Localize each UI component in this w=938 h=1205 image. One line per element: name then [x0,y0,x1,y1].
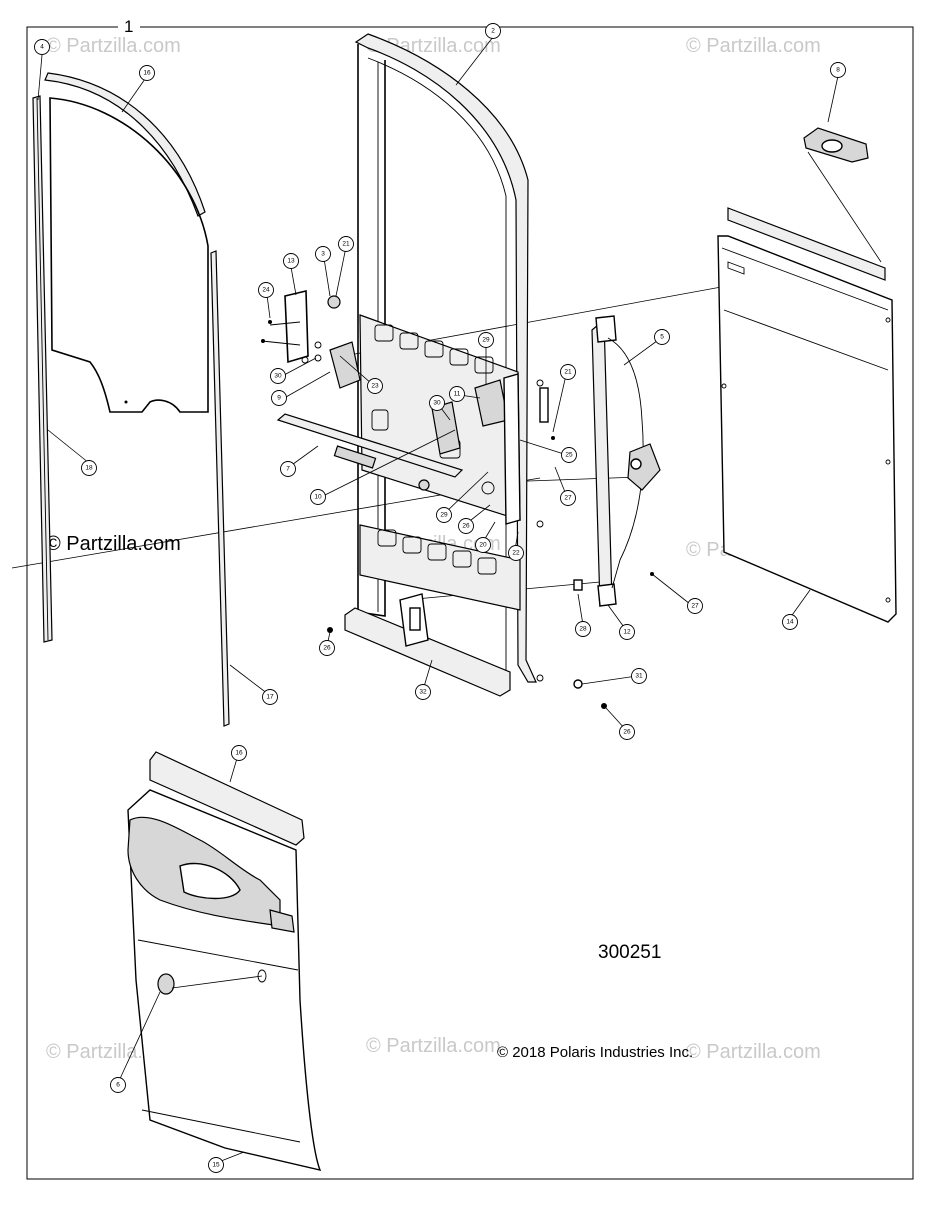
sheet-number-gap [118,18,140,32]
svg-text:12: 12 [623,629,631,636]
callout-bubble: 2 [485,23,501,39]
callout-bubble: 20 [475,537,491,553]
callout-bubble: 29 [478,332,494,348]
svg-text:20: 20 [479,542,487,549]
callout-bubble: 16 [231,745,247,761]
watermark: © Partzilla.com [366,1035,501,1057]
sheet-number: 1 [124,17,133,36]
exterior-handle-part [803,127,882,263]
svg-text:3: 3 [321,251,325,258]
svg-text:29: 29 [482,337,490,344]
callout-bubble: 12 [619,624,635,640]
callout-bubble: 13 [283,253,299,269]
svg-text:26: 26 [323,645,331,652]
callout-bubble: 24 [258,282,274,298]
callout-bubble: 28 [575,621,591,637]
svg-text:13: 13 [287,258,295,265]
copyright-notice: © 2018 Polaris Industries Inc. [497,1044,693,1061]
callout-bubble: 3 [315,246,331,262]
callout-bubble: 27 [687,598,703,614]
svg-text:30: 30 [274,373,282,380]
callout-bubble: 22 [508,545,524,561]
watermark: © Partzilla.com [686,35,821,57]
svg-text:27: 27 [564,495,572,502]
window-glass-part [44,72,209,413]
svg-text:15: 15 [212,1162,220,1169]
callout-bubble: 10 [310,489,326,505]
drawing-number: 300251 [598,942,661,963]
callout-bubble: 26 [458,518,474,534]
drawing-border [26,26,914,1180]
svg-text:23: 23 [371,383,379,390]
callout-bubble: 30 [429,395,445,411]
callout-bubble: 21 [338,236,354,252]
svg-text:9: 9 [277,395,281,402]
svg-text:10: 10 [314,494,322,501]
svg-text:11: 11 [454,391,461,398]
watermark: © Partzilla.com [686,1041,821,1063]
callout-bubble: 11 [449,386,465,402]
callout-bubble: 14 [782,614,798,630]
callout-bubble: 17 [262,689,278,705]
callouts: 4 16 2 8 18 13 3 21 24 30 9 7 23 29 11 3… [34,23,846,1173]
svg-text:17: 17 [266,694,274,701]
seal-strip-part [32,95,53,643]
bottom-rail-part [344,593,511,697]
callout-bubble: 9 [271,390,287,406]
svg-text:18: 18 [85,465,93,472]
svg-text:16: 16 [143,70,151,77]
hinge-bracket-part [418,373,549,525]
callout-bubble: 8 [830,62,846,78]
callout-bubble: 16 [139,65,155,81]
svg-text:28: 28 [579,626,587,633]
callout-bubble: 23 [367,378,383,394]
svg-text:31: 31 [635,673,643,680]
callout-bubble: 7 [280,461,296,477]
svg-text:29: 29 [440,512,448,519]
svg-text:5: 5 [660,334,664,341]
callout-bubble: 25 [561,447,577,463]
svg-text:7: 7 [286,466,290,473]
callout-bubble: 18 [81,460,97,476]
callout-bubble: 4 [34,39,50,55]
svg-text:14: 14 [786,619,794,626]
svg-text:21: 21 [564,369,572,376]
latch-assembly-part [261,289,361,389]
callout-bubble: 26 [319,640,335,656]
interior-trim-panel-part [127,751,322,1171]
svg-text:26: 26 [462,523,470,530]
svg-text:22: 22 [512,550,520,557]
svg-text:16: 16 [235,750,243,757]
svg-text:26: 26 [623,729,631,736]
window-regulator-part [573,315,661,607]
svg-text:24: 24 [262,287,270,294]
callout-bubble: 30 [270,368,286,384]
svg-text:4: 4 [40,44,44,51]
callout-bubble: 21 [560,364,576,380]
outer-door-skin-part [717,207,897,623]
svg-text:32: 32 [419,689,427,696]
callout-bubble: 27 [560,490,576,506]
svg-text:8: 8 [836,67,840,74]
callout-bubble: 29 [436,507,452,523]
callout-bubble: 5 [654,329,670,345]
callout-bubble: 26 [619,724,635,740]
watermark-dark: © Partzilla.com [46,533,181,555]
crossbar-part [276,413,464,478]
svg-text:21: 21 [342,241,350,248]
vertical-channel-part [210,250,230,727]
watermark: © Partzilla.com [46,35,181,57]
svg-text:30: 30 [433,400,441,407]
callout-bubble: 15 [208,1157,224,1173]
callout-bubble: 31 [631,668,647,684]
svg-text:6: 6 [116,1082,120,1089]
callout-bubble: 32 [415,684,431,700]
svg-text:27: 27 [691,603,699,610]
callout-bubble: 6 [110,1077,126,1093]
svg-text:2: 2 [491,28,495,35]
svg-text:25: 25 [565,452,573,459]
